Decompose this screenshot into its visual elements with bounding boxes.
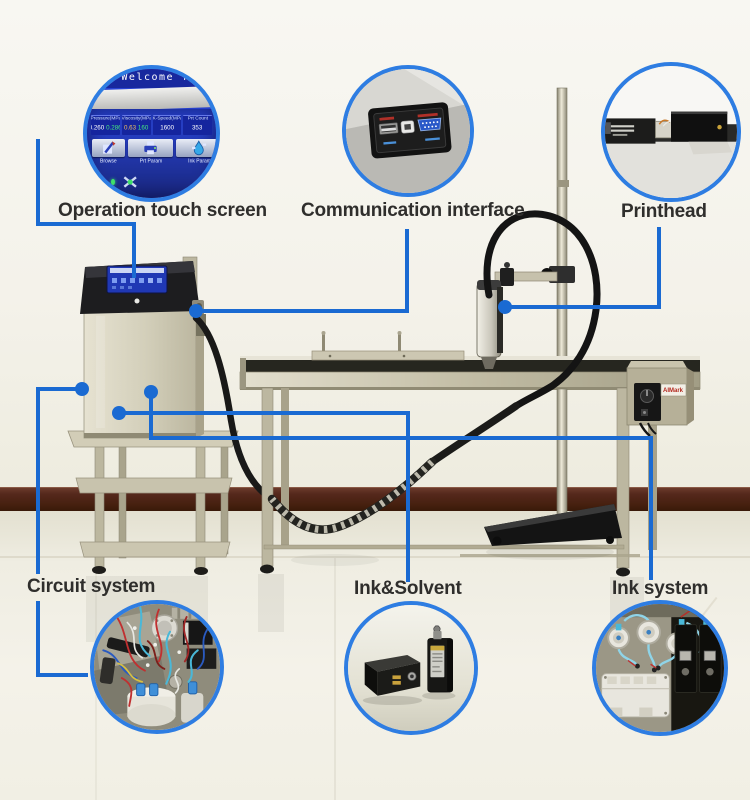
- floor-seam: [334, 558, 336, 800]
- rs232-port-label: [417, 112, 438, 118]
- callout-line-touch-screen: [36, 139, 40, 226]
- brand-label: AIMark: [663, 388, 684, 394]
- db9-serial-port: [417, 117, 442, 132]
- printer-icon: [128, 139, 174, 157]
- callout-line-ink-system: [149, 390, 153, 440]
- callout-line-printhead: [657, 227, 661, 309]
- screen-stat-kspeed: K-Speed(MPa) 1600: [152, 115, 182, 135]
- conveyor: AIMark: [239, 331, 701, 577]
- feature-photo-ink-solvent: [344, 601, 478, 735]
- guide-rail: [311, 331, 465, 361]
- callout-dot-circuit: [75, 382, 89, 396]
- ink-drop-icon: [176, 139, 216, 157]
- printhead-photo: [605, 66, 737, 198]
- status-led-icon: [111, 179, 115, 185]
- printhead-cable-tail: [428, 402, 520, 466]
- usb-b-port: [400, 120, 415, 134]
- callout-line-communication: [405, 229, 409, 313]
- callout-line-circuit: [38, 387, 84, 391]
- ink-solvent-photo: [348, 605, 474, 731]
- screen-marquee: t Welcome Yo: [87, 69, 216, 88]
- communication-interface-photo: [346, 69, 470, 193]
- callout-line-communication: [196, 309, 409, 313]
- mounting-pole-lower: [556, 388, 568, 520]
- feature-photo-communication-interface: [342, 65, 474, 197]
- ink-line-connector: [136, 683, 146, 697]
- feature-photo-ink-system: [592, 600, 728, 736]
- mounting-pole: [556, 87, 568, 389]
- callout-line-printhead: [505, 305, 661, 309]
- feature-label-communication: Communication interface: [301, 200, 525, 221]
- screen-stat-prt-count: Prt Count 353: [183, 115, 212, 135]
- callout-line-ink-system: [149, 436, 653, 440]
- io-panel: [368, 102, 452, 159]
- browse-icon: [92, 139, 126, 157]
- callout-line-circuit: [36, 387, 40, 574]
- cabinet-stand: [67, 430, 239, 575]
- solvent-cartridge: [364, 655, 421, 696]
- screen-bezel: [87, 85, 216, 112]
- screen-menu-browse: Browse: [92, 139, 126, 168]
- feature-label-touch-screen: Operation touch screen: [58, 200, 267, 221]
- feature-photo-circuit-system: [90, 600, 224, 734]
- wrench-icon: [123, 176, 137, 188]
- ink-line-connector: [149, 683, 159, 697]
- usb-port-label: [379, 116, 395, 121]
- feature-label-ink-system: Ink system: [612, 578, 709, 599]
- pole-base: [484, 504, 622, 546]
- ink-supply-cable: [192, 314, 276, 503]
- screen-menu-ink-param: Ink Param: [176, 139, 216, 168]
- ink-system-photo: [596, 604, 724, 732]
- callout-dot-printhead: [498, 300, 512, 314]
- callout-dot-communication: [189, 304, 203, 318]
- floor-seam: [0, 556, 750, 558]
- circuit-system-photo: [94, 604, 220, 730]
- ink-cartridge: [427, 625, 453, 693]
- wiring-harness: [102, 606, 208, 707]
- feature-photo-printhead: [601, 62, 741, 202]
- callout-line-ink-solvent: [119, 411, 410, 415]
- feature-label-circuit: Circuit system: [27, 576, 156, 597]
- callout-line-ink-solvent: [406, 411, 410, 582]
- callout-line-touch-screen: [132, 222, 136, 278]
- callout-line-circuit: [36, 601, 40, 677]
- screen-status-icons: [111, 175, 138, 189]
- conveyor-controller-box: AIMark: [626, 361, 694, 437]
- printhead-nozzle-block: [655, 119, 676, 139]
- callout-line-circuit: [36, 673, 88, 677]
- pump-manifold: [601, 673, 670, 718]
- ink-line-connector: [188, 681, 198, 695]
- touch-screen-on-machine: [106, 265, 168, 294]
- printhead-cable-loop: [483, 210, 601, 410]
- usb-a-port: [378, 122, 399, 135]
- ink-cartridge-slots: [674, 609, 722, 693]
- callout-line-ink-system: [649, 436, 653, 580]
- callout-line-touch-screen: [36, 222, 136, 226]
- feature-label-printhead: Printhead: [621, 201, 707, 222]
- feature-label-ink-solvent: Ink&Solvent: [354, 578, 462, 599]
- screen-menu: Browse Prt Param Ink Param: [92, 139, 216, 168]
- screen-menu-prt-param: Prt Param: [128, 139, 174, 168]
